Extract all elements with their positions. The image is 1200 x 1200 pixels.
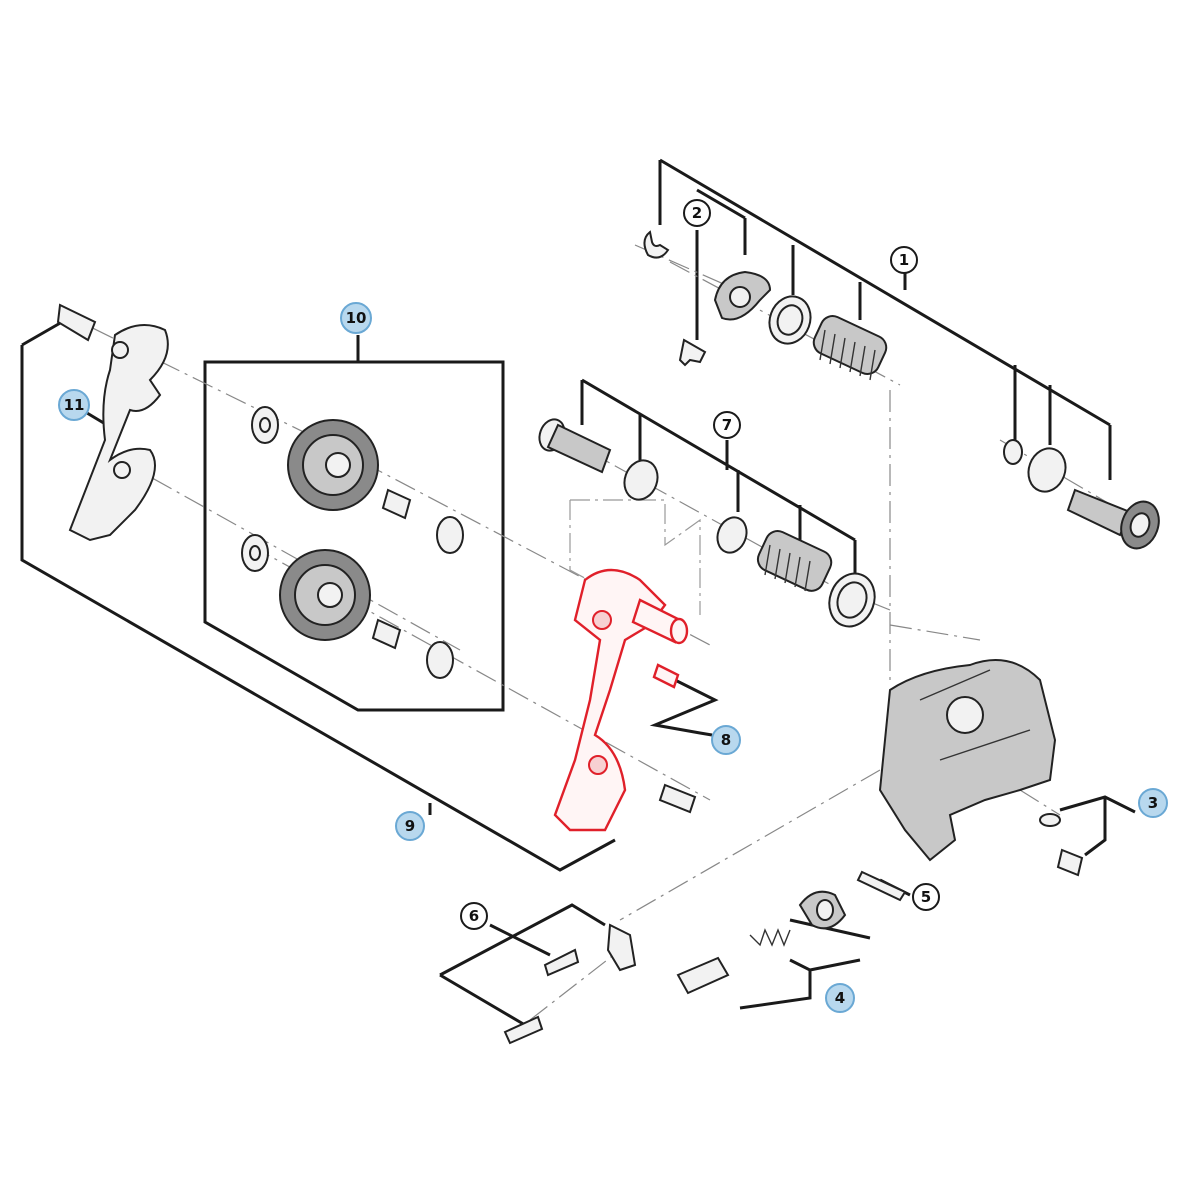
callout-1[interactable]: 1: [890, 246, 918, 274]
spring-1: [812, 315, 888, 381]
callout-10-label: 10: [346, 309, 367, 327]
callout-7[interactable]: 7: [713, 411, 741, 439]
main-body-bore: [946, 696, 984, 734]
inner-plate-hole-bottom: [588, 755, 608, 775]
callout-8[interactable]: 8: [711, 725, 741, 755]
callout-3[interactable]: 3: [1138, 788, 1168, 818]
callout-3-label: 3: [1148, 794, 1158, 812]
bracket-9-lines: [20, 320, 616, 872]
bracket-4-lines: [739, 918, 871, 1010]
bracket-6-lines: [439, 903, 606, 1027]
pulley-sleeve-1: [381, 488, 412, 520]
callout-1-label: 1: [899, 251, 909, 269]
e-clip: [643, 230, 670, 259]
callout-11[interactable]: 11: [58, 389, 90, 421]
pulley-washer-2: [436, 516, 464, 554]
cable-adjust-bolt: [676, 956, 730, 995]
callout-2-label: 2: [692, 204, 702, 222]
cable-fixing-bolt: [543, 948, 580, 977]
bracket-1-lines: [658, 158, 1112, 480]
clamp-bolt: [503, 1015, 544, 1045]
cable-clamp-plate: [606, 923, 637, 972]
b-tension-screw: [678, 338, 707, 367]
p-bushing: [716, 516, 748, 554]
outer-plate: [56, 303, 169, 542]
pulley-washer-4: [426, 641, 454, 679]
callout-10[interactable]: 10: [340, 302, 372, 334]
inner-plate-body: [553, 568, 667, 832]
outer-plate-body: [68, 324, 169, 542]
outer-plate-bolt: [56, 303, 97, 342]
washer-1-inner: [776, 304, 804, 336]
pulley-sleeve-2: [371, 618, 402, 650]
cable-adjuster: [798, 890, 847, 930]
p-axle-parts: [538, 418, 876, 628]
p-washer: [623, 459, 659, 501]
b-axle-bolt: [1066, 488, 1160, 550]
callout-8-label: 8: [721, 731, 731, 749]
bracket-10-box: [203, 335, 505, 712]
callout-6-label: 6: [469, 907, 479, 925]
callout-5-label: 5: [921, 888, 931, 906]
outer-plate-hole-bottom: [113, 461, 131, 479]
pulley-washer-3-hole: [249, 545, 261, 561]
callout-6[interactable]: 6: [460, 902, 488, 930]
callouts: 1 2 3 4 5 6 7 8: [58, 199, 1168, 1013]
callout-4[interactable]: 4: [825, 983, 855, 1013]
bracket-8-lines: [649, 678, 719, 737]
p-spring: [756, 530, 833, 592]
derailleur-main-body: [878, 659, 1057, 862]
guide-pulley: [287, 419, 379, 511]
adjust-plate-hole: [729, 286, 751, 308]
callout-2[interactable]: 2: [683, 199, 711, 227]
p-cover-ring-inner: [836, 581, 868, 619]
callout-4-label: 4: [835, 989, 845, 1007]
inner-plate-hole-top: [592, 610, 612, 630]
inner-plate-highlighted: [553, 568, 689, 832]
stopper-pin: [652, 663, 680, 689]
stroke-screw-washer: [1039, 813, 1061, 827]
pulley-set: [241, 406, 464, 679]
small-ring: [1003, 439, 1023, 465]
b-tension-parts: [643, 230, 1160, 550]
link-pin: [856, 870, 907, 902]
main-body-lines: [919, 669, 1031, 761]
callout-5[interactable]: 5: [912, 883, 940, 911]
lower-hardware: [503, 813, 1084, 1045]
callout-9-label: 9: [405, 817, 415, 835]
plate-bolt: [658, 783, 697, 814]
washer-2: [1027, 447, 1067, 493]
callout-7-label: 7: [722, 416, 732, 434]
callout-9[interactable]: 9: [395, 811, 425, 841]
main-body-shape: [878, 659, 1057, 862]
inner-plate-axle-end: [669, 617, 689, 645]
bracket-7-lines: [580, 378, 857, 575]
stroke-adjust-screw: [1056, 848, 1084, 877]
adjuster-spring: [749, 928, 791, 947]
pulley-washer-1-hole: [259, 417, 271, 433]
bracket-3-lines: [1059, 795, 1136, 857]
outer-plate-hole-top: [111, 341, 129, 359]
callout-11-label: 11: [64, 396, 85, 414]
tension-pulley: [279, 549, 371, 641]
p-axle-bolt: [538, 418, 612, 474]
leader-lines: [20, 158, 1136, 1027]
